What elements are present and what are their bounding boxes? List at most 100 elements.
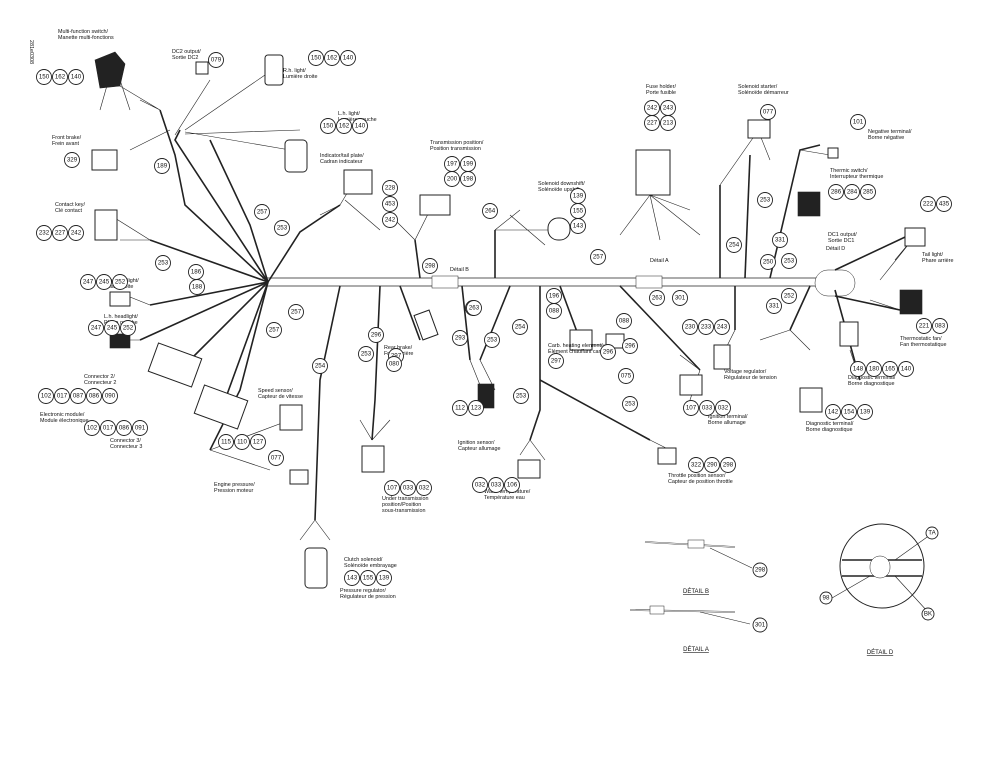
ignition-terminal-body [679,374,703,396]
label-rhl: R.h. light/Lumière droite [283,68,317,80]
svg-text:243: 243 [663,105,674,112]
svg-text:322: 322 [691,462,702,469]
ref-lhl-0: 150 [320,118,336,134]
ref-mfs-2: 140 [68,69,84,85]
main-harness [139,109,921,521]
detail-a-sleeve [635,275,663,289]
harness-ref-20: 250 [760,254,776,270]
svg-text:453: 453 [385,201,396,208]
ref-ch-4: 296 [622,338,638,354]
harness-ref-3: 257 [266,322,282,338]
ref-dc2-0: 079 [208,52,224,68]
harness-reference-circles: 2572532532571861881892572542532572532542… [154,158,797,412]
ignition-sensor-body [477,383,495,409]
detail-b-callout: Détail B [450,267,469,273]
harness-ref-1: 253 [274,220,290,236]
ref-wt-2: 106 [504,477,520,493]
harness-ref-24: 293 [452,330,468,346]
svg-text:298: 298 [723,462,734,469]
svg-text:140: 140 [901,366,912,373]
ref-tp-0: 197 [444,156,460,172]
label-spd: Speed sensor/Capteur de vitesse [258,388,303,400]
svg-text:230: 230 [685,324,696,331]
svg-text:254: 254 [515,324,526,331]
water-temperature-body [517,459,541,479]
svg-text:257: 257 [257,209,268,216]
label-tp: Transmission position/Position transmiss… [430,140,484,152]
ref-tl-1: 435 [936,196,952,212]
svg-text:090: 090 [105,393,116,400]
component-bodies [91,51,926,589]
ref-spd-2: 127 [250,434,266,450]
label-c3: Connector 3/Connecteur 3 [110,438,142,450]
ref-ig-0: 112 [452,400,468,416]
ref-fb-0: 329 [64,152,80,168]
thermostatic-fan-body [899,289,923,315]
label-tl: Tail light/Phare arrière [922,252,953,264]
ref-lhh-2: 252 [120,320,136,336]
harness-ref-13: 253 [484,332,500,348]
ref-sol-0: 139 [570,188,586,204]
harness-ref-18: 253 [757,192,773,208]
svg-text:087: 087 [73,393,84,400]
ref-ch-3: 075 [618,368,634,384]
harness-ref-4: 186 [188,264,204,280]
svg-text:106: 106 [507,482,518,489]
ref-spd-1: 110 [234,434,250,450]
harness-ref-14: 253 [513,388,529,404]
svg-text:088: 088 [619,318,630,325]
ref-ign-1: 033 [699,400,715,416]
svg-text:253: 253 [784,258,795,265]
ref-tf-1: 083 [932,318,948,334]
diagnostic-terminal-1-body [839,321,859,347]
ref-tps-0: 322 [688,457,704,473]
ref-c2-4: 090 [102,388,118,404]
label-ign: Ignition terminal/Borne allumage [708,414,748,426]
ref-ck-2: 242 [68,225,84,241]
ref-rb-0: 296 [368,327,384,343]
ref-ip-1: 453 [382,196,398,212]
svg-text:252: 252 [115,279,126,286]
svg-text:033: 033 [403,485,414,492]
label-tps: Throttle position sensor/Capteur de posi… [668,473,733,485]
ref-vr-2: 243 [714,319,730,335]
label-sol: Solenoid downshift/Solénoïde upshift [538,181,585,193]
voltage-regulator-body [713,344,731,370]
label-c2: Connector 2/Connecteur 2 [84,374,116,386]
ref-ign-2: 032 [715,400,731,416]
detail-d-title: DÉTAIL D [867,649,894,656]
svg-text:296: 296 [625,343,636,350]
ref-cs-0: 143 [344,570,360,586]
ref-c3-0: 102 [84,420,100,436]
transmission-position-body [419,194,451,216]
wires [99,74,921,541]
svg-text:286: 286 [831,189,842,196]
svg-text:086: 086 [89,393,100,400]
ref-ip-2: 242 [382,212,398,228]
ref-tp-3: 198 [460,171,476,187]
fuse-holder-body [635,149,671,196]
svg-text:127: 127 [253,439,264,446]
ref-dt2-2: 139 [857,404,873,420]
svg-text:227: 227 [55,230,66,237]
label-ss: Solenoid starter/Solénoïde démarreur [738,84,789,96]
svg-text:139: 139 [860,409,871,416]
label-ip: Indicator/tail plate/Cadran indicateur [320,153,364,165]
svg-text:245: 245 [99,279,110,286]
svg-text:254: 254 [729,242,740,249]
drawing-id: 281e0308 [28,40,34,64]
solenoid-downshift-body [547,217,571,241]
negative-terminal-body [827,147,839,159]
svg-text:180: 180 [869,366,880,373]
ref-ig-1: 123 [468,400,484,416]
detail-a-ref: 301 [755,622,766,629]
carb-heating-body [569,329,593,351]
svg-text:140: 140 [355,123,366,130]
svg-text:297: 297 [391,353,402,360]
ref-lhh-0: 247 [88,320,104,336]
label-dc2: DC2 output/Sortie DC2 [172,49,201,61]
ref-utp-1: 033 [400,480,416,496]
ref-tps-2: 298 [720,457,736,473]
label-lhh: L.h. headlight/Phare gauche [104,314,138,326]
ref-cs-1: 155 [360,570,376,586]
